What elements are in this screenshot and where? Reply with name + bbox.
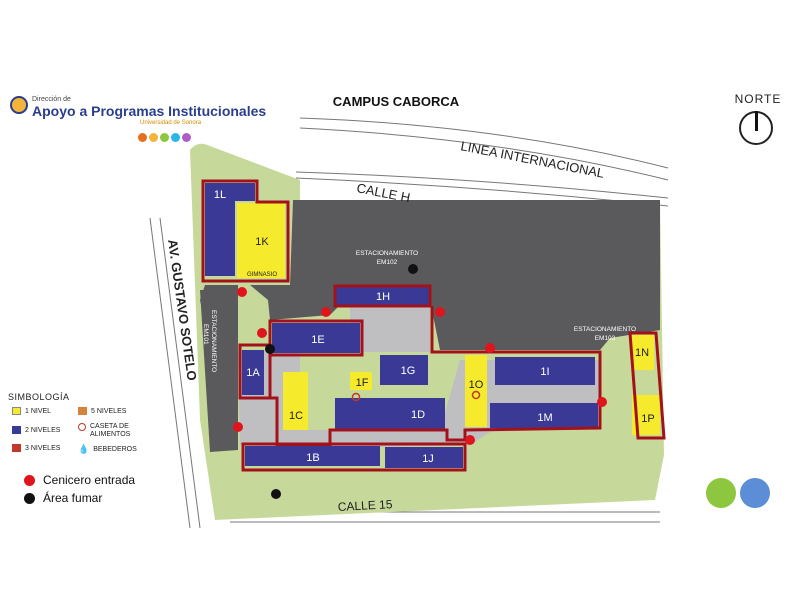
label-1J: 1J — [422, 453, 434, 465]
street-calle-15: CALLE 15 — [337, 497, 393, 514]
page-title: CAMPUS CABORCA — [332, 94, 460, 109]
logo-dot — [171, 133, 180, 142]
label-1A: 1A — [246, 367, 260, 379]
label-1K: 1K — [255, 236, 269, 248]
environment-icon — [706, 478, 736, 508]
caseta-alimentos-icon — [351, 390, 481, 402]
label-1H: 1H — [376, 291, 390, 303]
legend-1-nivel: 1 NIVEL — [12, 407, 51, 415]
label-gimnasio: GIMNASIO — [247, 272, 277, 278]
building-1H — [333, 284, 432, 308]
logo-title: Apoyo a Programas Institucionales — [32, 103, 267, 119]
logo-dot — [182, 133, 191, 142]
street-linea-internacional: LINEA INTERNACIONAL — [459, 138, 605, 181]
label-1M: 1M — [537, 412, 552, 424]
label-1L: 1L — [214, 189, 226, 201]
label-1O: 1O — [469, 379, 484, 391]
north-label: NORTE — [734, 92, 782, 106]
black-dot-icon — [24, 492, 35, 504]
logo-color-dots — [138, 129, 193, 147]
building-1L — [205, 183, 255, 276]
compass-icon — [739, 111, 773, 145]
building-1I — [495, 357, 595, 385]
institution-logo: Dirección de Apoyo a Programas Instituci… — [10, 96, 266, 147]
building-1C — [283, 372, 308, 430]
legend-fumar: Área fumar — [24, 491, 102, 505]
legend-bebederos: 💧BEBEDEROS — [78, 444, 137, 454]
label-1G: 1G — [401, 365, 416, 377]
parking-label-em101: ESTACIONAMIENTO — [210, 310, 217, 372]
parking-code-em103: EM103 — [595, 335, 616, 342]
building-1N-1P-outline — [628, 331, 666, 440]
parking-code-em101: EM101 — [202, 324, 209, 345]
building-1M — [490, 403, 598, 428]
legend-title: SIMBOLOGÍA — [8, 392, 70, 402]
legend-2-niveles: 2 NIVELES — [12, 426, 60, 434]
legend-5-niveles: 5 NIVELES — [78, 407, 126, 415]
building-1A — [242, 350, 264, 395]
label-1I: 1I — [540, 366, 549, 378]
logo-university: Universidad de Sonora — [140, 120, 202, 126]
red-dot-icon — [24, 474, 35, 486]
building-1E — [272, 323, 360, 353]
building-1K — [237, 203, 285, 278]
building-1J — [385, 447, 463, 468]
label-1N: 1N — [635, 347, 649, 359]
parking-label-em102: ESTACIONAMIENTO — [356, 250, 418, 257]
fumar-markers — [265, 264, 418, 499]
logo-dot — [160, 133, 169, 142]
caseta-icon — [78, 423, 86, 431]
cenicero-markers — [233, 287, 607, 445]
legend-3-niveles: 3 NIVELES — [12, 444, 60, 452]
building-1B-1J-outline — [241, 442, 467, 472]
label-1C: 1C — [289, 410, 303, 422]
parking-code-em102: EM102 — [377, 259, 398, 266]
label-1P: 1P — [641, 413, 654, 425]
logo-dot — [138, 133, 147, 142]
building-1B — [245, 446, 380, 466]
label-1D: 1D — [411, 409, 425, 421]
logo-dot — [149, 133, 158, 142]
logo-subtitle: Dirección de — [32, 96, 71, 103]
water-drop-icon: 💧 — [78, 444, 90, 454]
university-seal-icon — [10, 96, 28, 114]
parking-area-west — [200, 290, 238, 452]
building-1L-1K-outline — [201, 179, 290, 283]
building-1N — [632, 335, 654, 370]
legend-cenicero: Cenicero entrada — [24, 473, 135, 487]
label-1E: 1E — [311, 334, 324, 346]
health-heart-icon — [740, 478, 770, 508]
plaza-strip — [350, 305, 430, 352]
map-legend: SIMBOLOGÍA 1 NIVEL 2 NIVELES 3 NIVELES 5… — [8, 392, 208, 517]
parking-label-em103: ESTACIONAMIENTO — [574, 326, 636, 333]
label-1F: 1F — [356, 377, 369, 389]
building-1D — [335, 398, 445, 430]
label-1B: 1B — [306, 452, 319, 464]
building-1F — [350, 372, 372, 390]
building-1G — [380, 355, 428, 385]
